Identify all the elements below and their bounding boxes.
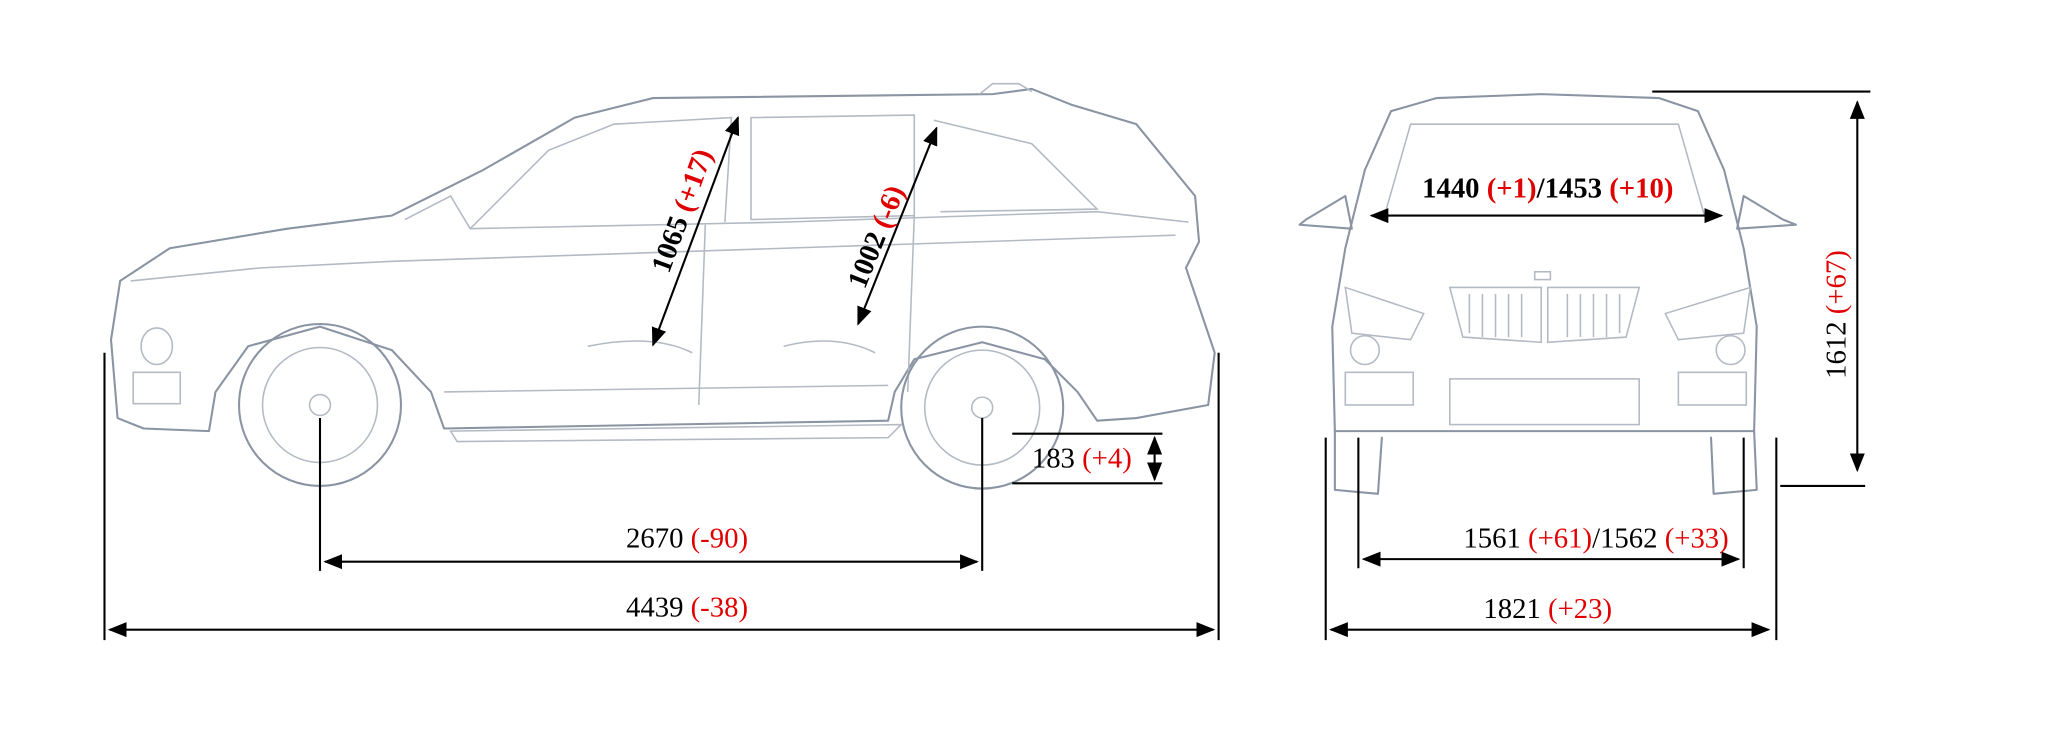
wheelbase-label: 2670 (-90) (626, 522, 748, 554)
rear-headroom-label: 1002 (-6) (841, 181, 911, 293)
overall-length-dimension: 4439 (-38) (103, 352, 1220, 641)
overall-height-dimension: 1612 (+67) (1652, 90, 1871, 488)
track-dimension: 1561 (+61)/1562 (+33) (1357, 437, 1745, 569)
wheelbase-dimension: 2670 (-90) (318, 418, 984, 571)
ground-clearance-label: 183 (+4) (1032, 443, 1132, 475)
overall-width-label: 1821 (+23) (1483, 593, 1612, 625)
rear-headroom-dimension: 1002 (-6) (841, 126, 938, 326)
overall-height-label: 1612 (+67) (1821, 250, 1853, 379)
side-view-car-drawing (109, 82, 1216, 490)
overall-length-label: 4439 (-38) (626, 592, 748, 624)
shoulder-width-dimension: 1440 (+1)/1453 (+10) (1369, 172, 1724, 224)
ground-clearance-dimension: 183 (+4) (1012, 432, 1163, 485)
overall-width-dimension: 1821 (+23) (1324, 437, 1778, 641)
track-label: 1561 (+61)/1562 (+33) (1463, 522, 1728, 554)
front-view-car-drawing (1298, 93, 1797, 495)
shoulder-width-label: 1440 (+1)/1453 (+10) (1422, 172, 1673, 204)
front-headroom-label: 1065 (+17) (645, 145, 719, 277)
front-headroom-dimension: 1065 (+17) (645, 115, 740, 347)
